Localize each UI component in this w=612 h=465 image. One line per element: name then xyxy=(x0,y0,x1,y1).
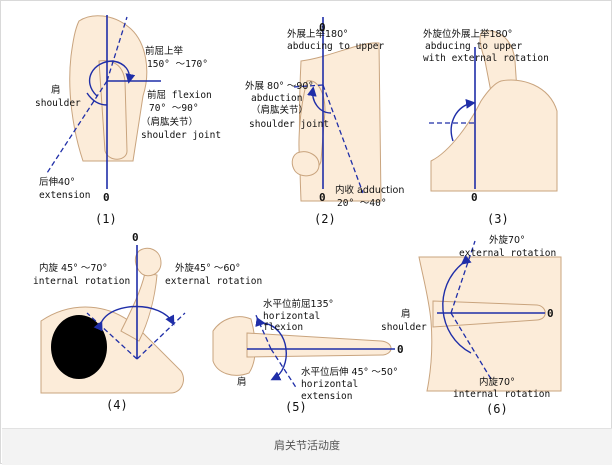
figure-caption: 肩关节活动度 xyxy=(274,439,340,452)
p3-en1: abducing to upper xyxy=(425,41,523,52)
p1-ext-en: extension xyxy=(39,190,90,201)
p5-shoulder-cn: 肩 xyxy=(237,376,247,388)
panel-4-rotation: 0 内旋 45° ～70° internal rotation 外旋45° ～6… xyxy=(33,231,262,412)
p6-int-en: internal rotation xyxy=(453,389,550,400)
p1-forward-cn: 前屈上举 xyxy=(145,45,184,57)
p4-ext-en: external rotation xyxy=(165,276,262,287)
panel-6-rotation-abducted: 外旋70° external rotation 肩 shoulder 0 内旋7… xyxy=(381,234,562,416)
p1-shoulder-cn: 肩 xyxy=(51,84,61,96)
p4-number: (4) xyxy=(106,398,128,412)
p2-adduction-line xyxy=(322,84,364,194)
p2-joint-cn: （肩肱关节） xyxy=(251,104,308,116)
p6-internal-line xyxy=(450,312,492,380)
p6-external-line xyxy=(450,240,476,314)
p1-forward-range: 150° ～170° xyxy=(147,59,208,70)
p1-flexion-line: 前屈 flexion xyxy=(147,89,212,101)
p2-joint-en: shoulder joint xyxy=(249,119,329,130)
p1-flexion-line xyxy=(106,16,128,82)
p6-zero: 0 xyxy=(547,307,554,320)
p1-flexion-arc xyxy=(88,60,136,97)
p1-ext-cn: 后伸40° xyxy=(39,176,75,188)
p1-extension-arc xyxy=(86,92,108,106)
p5-number: (5) xyxy=(285,400,307,414)
p6-arc xyxy=(442,254,472,354)
p1-joint-en: shoulder joint xyxy=(141,130,221,141)
p6-body xyxy=(418,256,562,392)
panel-3-abduction-rotation: 外旋位外展上举180° abducing to upper with exter… xyxy=(423,28,558,226)
p4-hand xyxy=(134,247,162,277)
p2-abd-up-cn: 外展上举180° xyxy=(287,28,348,40)
p2-zero-top: 0 xyxy=(319,21,326,34)
p1-joint-cn: （肩肱关节） xyxy=(141,116,198,128)
p5-ext-en1: horizontal xyxy=(301,379,358,390)
p6-number: (6) xyxy=(486,402,508,416)
p3-arc xyxy=(450,99,476,142)
p2-abd-up-en: abducing to upper xyxy=(287,41,385,52)
p2-add-range: 20° ～40° xyxy=(337,198,387,209)
p6-ext-en: external rotation xyxy=(459,248,556,259)
p3-en2: with external rotation xyxy=(423,53,549,64)
p4-zero: 0 xyxy=(132,231,139,244)
p5-ext-en2: extension xyxy=(301,391,352,402)
p5-flex-en2: flexion xyxy=(263,322,303,333)
p6-shoulder-cn: 肩 xyxy=(401,308,411,320)
p4-int-en: internal rotation xyxy=(33,276,130,287)
p4-external-line xyxy=(136,312,186,360)
p6-ext-cn: 外旋70° xyxy=(489,234,525,246)
p2-abd-cn: 外展 80° ～90° xyxy=(245,80,313,92)
p6-shoulder-en: shoulder xyxy=(381,322,427,333)
p1-shoulder-en: shoulder xyxy=(35,98,81,109)
p2-abduction-line xyxy=(292,84,324,88)
p1-arm xyxy=(98,60,128,160)
p5-flex-cn: 水平位前屈135° xyxy=(263,298,333,310)
p3-title-cn: 外旋位外展上举180° xyxy=(423,28,512,40)
p1-number: (1) xyxy=(95,212,117,226)
shoulder-rom-diagram: 前屈上举 150° ～170° 肩 shoulder 前屈 flexion 70… xyxy=(33,15,562,416)
p2-number: (2) xyxy=(314,212,336,226)
p1-flexion-range: 70° ～90° xyxy=(149,103,199,114)
p5-ext-cn: 水平位后伸 45° ～50° xyxy=(301,366,398,378)
p3-number: (3) xyxy=(487,212,509,226)
p2-fist xyxy=(291,151,320,177)
caption-bar: 肩关节活动度 xyxy=(2,428,612,465)
p2-zero-bottom: 0 xyxy=(319,191,326,204)
p5-flex-en1: horizontal xyxy=(263,311,320,322)
p5-arc xyxy=(255,317,287,381)
panel-2-abduction: 0 外展上举180° abducing to upper 外展 80° ～90°… xyxy=(245,17,404,226)
panel-5-horizontal: 水平位前屈135° horizontal flexion 0 肩 水平位后伸 4… xyxy=(212,298,404,414)
p4-int-cn: 内旋 45° ～70° xyxy=(39,262,107,274)
p2-add-label: 内收 adduction xyxy=(335,184,404,196)
panel-1-flexion: 前屈上举 150° ～170° 肩 shoulder 前屈 flexion 70… xyxy=(35,15,221,226)
p4-head-hair xyxy=(51,315,107,379)
p2-abd-en: abduction xyxy=(251,93,302,104)
p3-zero: 0 xyxy=(471,191,478,204)
p1-zero: 0 xyxy=(103,191,110,204)
p1-extension-line xyxy=(46,80,108,174)
p4-ext-cn: 外旋45° ～60° xyxy=(175,262,240,274)
p6-int-cn: 内旋70° xyxy=(479,376,515,388)
p4-arc xyxy=(93,305,175,332)
p6-arm xyxy=(432,300,546,328)
p3-body xyxy=(430,79,558,192)
p2-abduction-arc xyxy=(307,86,332,114)
p5-zero: 0 xyxy=(397,343,404,356)
